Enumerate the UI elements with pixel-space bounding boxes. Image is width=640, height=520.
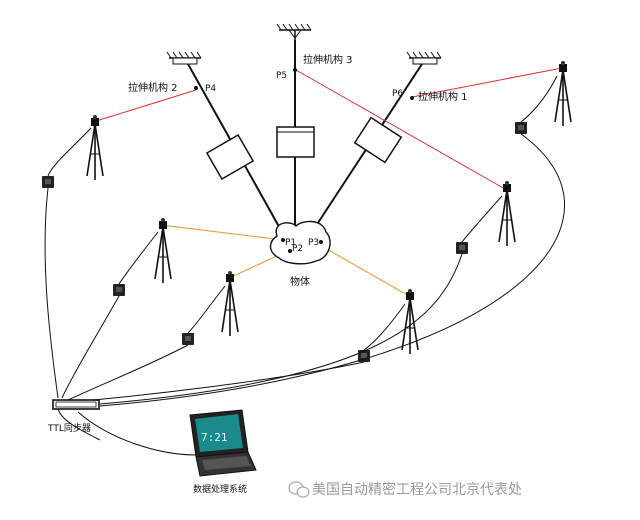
label-p3: P3 (308, 238, 319, 248)
camera-leads (47, 75, 558, 351)
watermark-text: 美国自动精密工程公司北京代表处 (312, 481, 522, 498)
marker-p5 (293, 68, 297, 72)
ttl-sync-box (52, 399, 100, 410)
laptop-icon: 7:21 (189, 409, 257, 477)
red-links (92, 67, 563, 190)
marker-p4 (194, 86, 198, 90)
wechat-icon (288, 481, 310, 498)
camera-4 (154, 217, 172, 284)
label-p5: P5 (276, 71, 287, 81)
label-p4: P4 (205, 84, 216, 94)
stretch-mechanism-2 (166, 51, 283, 233)
label-mech1: 拉伸机构 1 (418, 90, 468, 103)
label-object: 物体 (290, 275, 310, 288)
link-p6-camera (411, 67, 563, 98)
stretch-mechanism-1 (311, 51, 442, 233)
camera-2 (554, 60, 572, 127)
camera-5 (221, 270, 239, 337)
label-p2: P2 (292, 244, 303, 254)
label-p6: P6 (392, 89, 403, 99)
link-p1-camera (160, 224, 284, 241)
label-p1: P1 (285, 238, 296, 248)
measured-object (269, 220, 331, 265)
camera-1 (86, 114, 104, 181)
camera-3 (498, 180, 516, 247)
link-p5-camera (295, 69, 506, 190)
link-p4-camera (92, 89, 197, 123)
marker-p6 (410, 96, 414, 100)
label-processing: 数据处理系统 (193, 483, 247, 495)
label-mech3: 拉伸机构 3 (303, 53, 353, 66)
label-mech2: 拉伸机构 2 (128, 81, 178, 94)
watermark: 美国自动精密工程公司北京代表处 (288, 481, 522, 498)
label-sync: TTL同步器 (47, 423, 91, 434)
svg-text:7:21: 7:21 (201, 431, 228, 444)
sync-cables (44, 133, 565, 456)
link-p3-camera (317, 243, 410, 297)
